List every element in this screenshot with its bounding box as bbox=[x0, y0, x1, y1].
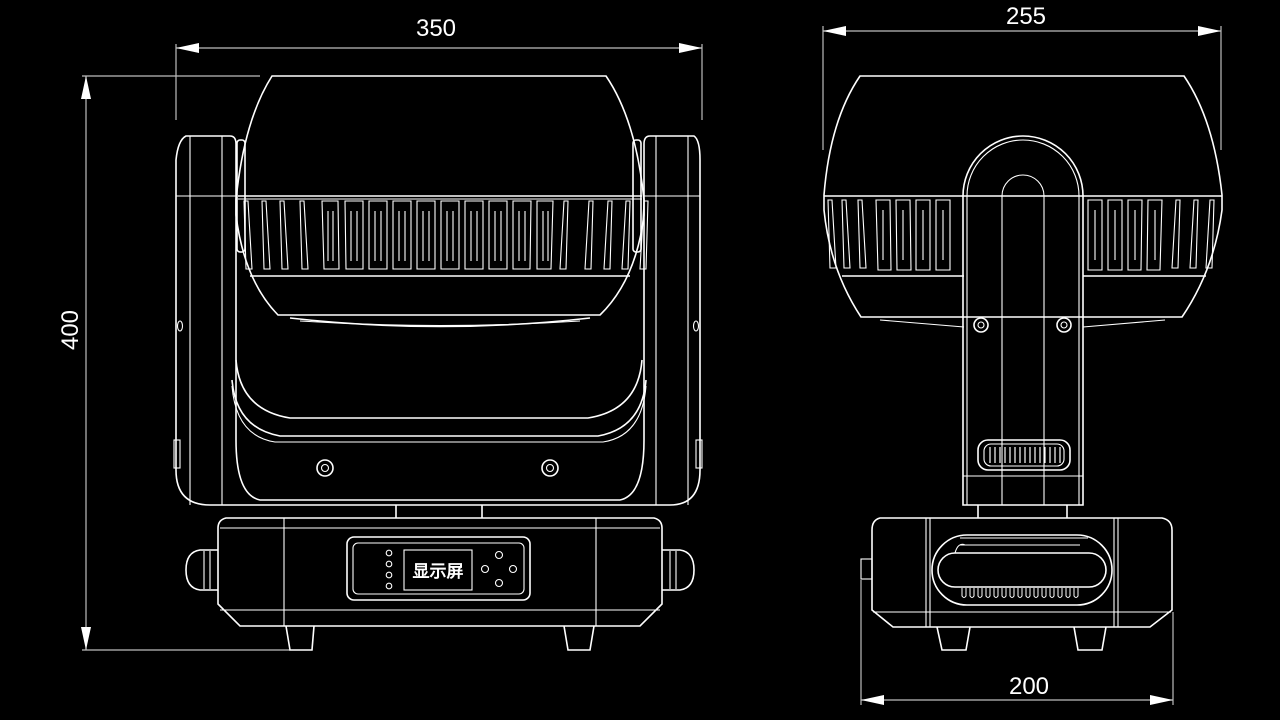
control-buttons bbox=[480, 550, 518, 588]
front-view: 350 400 bbox=[57, 15, 703, 651]
handle-grip-ridges bbox=[961, 588, 1079, 598]
screw-icon bbox=[1056, 317, 1072, 333]
dimension-head-255: 255 bbox=[822, 3, 1222, 150]
front-base: 显示屏 bbox=[185, 517, 695, 651]
screw-icon bbox=[973, 317, 989, 333]
front-head bbox=[235, 75, 649, 328]
side-head bbox=[823, 75, 1223, 328]
display-panel: 显示屏 bbox=[346, 536, 531, 601]
side-view: 255 bbox=[822, 3, 1223, 705]
display-label: 显示屏 bbox=[413, 562, 464, 582]
cooling-fins bbox=[243, 200, 649, 270]
tilt-lock-grip bbox=[977, 439, 1071, 471]
dimension-height-400: 400 bbox=[57, 75, 290, 651]
side-base bbox=[860, 517, 1173, 651]
carry-handle bbox=[931, 534, 1113, 606]
indicator-leds bbox=[385, 549, 393, 590]
knob-left-icon bbox=[185, 549, 218, 591]
dimension-label-350: 350 bbox=[416, 15, 456, 42]
dimension-label-400: 400 bbox=[57, 310, 84, 350]
dimension-width-350: 350 bbox=[175, 15, 703, 120]
dimension-base-200: 200 bbox=[860, 580, 1174, 705]
dimension-label-255: 255 bbox=[1006, 3, 1046, 30]
screw-icon bbox=[541, 459, 559, 477]
knob-right-icon bbox=[662, 549, 695, 591]
cooling-fins bbox=[827, 199, 1215, 271]
screw-icon bbox=[316, 459, 334, 477]
side-yoke bbox=[962, 135, 1084, 518]
dimension-label-200: 200 bbox=[1009, 673, 1049, 700]
front-yoke bbox=[173, 135, 703, 518]
